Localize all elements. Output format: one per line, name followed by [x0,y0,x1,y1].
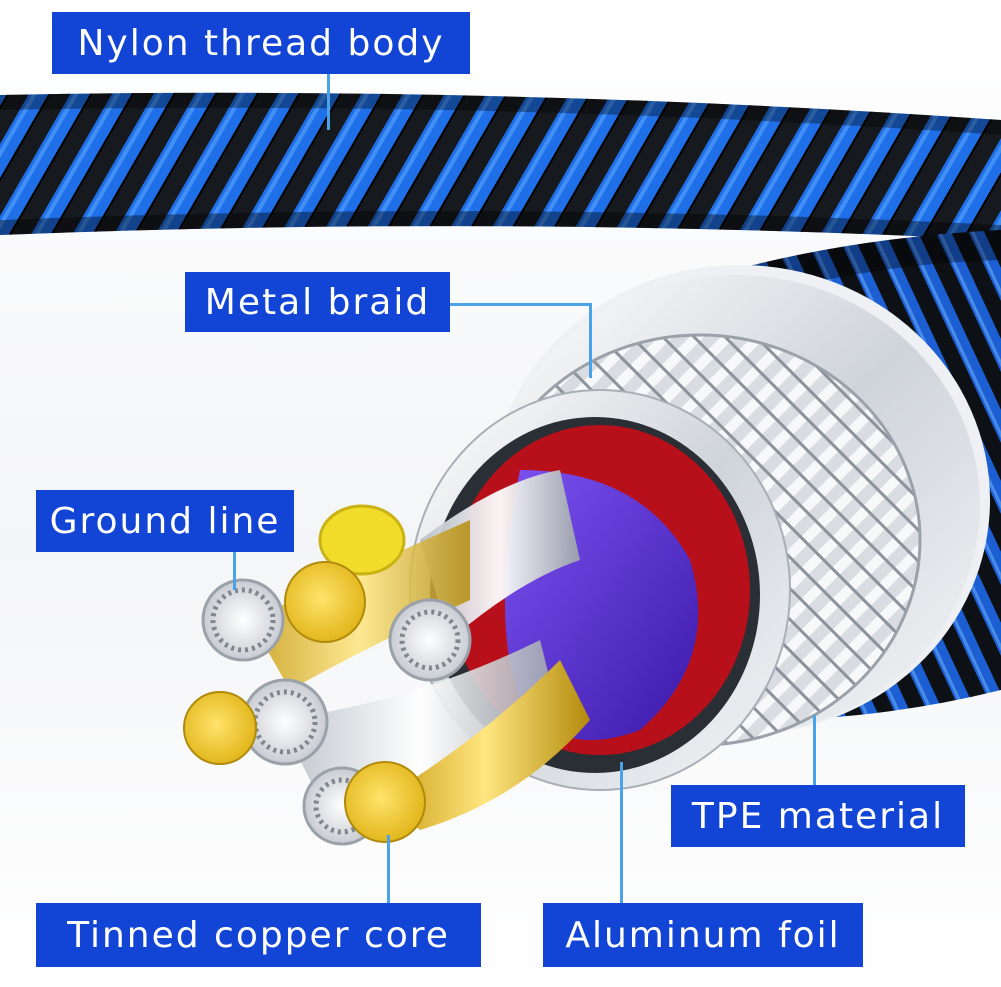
leader-nylon [327,72,330,130]
copper-core-end-1 [284,561,366,643]
label-aluminum-foil: Aluminum foil [543,903,863,967]
tinned-wire-end-1 [388,598,472,682]
leader-ground [233,552,236,590]
copper-core-end-3 [344,761,426,843]
leader-copper [387,835,390,905]
copper-core-end-2 [183,691,257,765]
leader-braid-v [589,303,592,378]
label-metal-braid: Metal braid [185,272,450,332]
label-nylon-thread-body: Nylon thread body [52,12,470,74]
label-tpe-material: TPE material [671,785,965,847]
label-ground-line: Ground line [36,490,294,552]
leader-tpe [813,715,816,785]
ground-wire-end [201,578,285,662]
label-tinned-copper-core: Tinned copper core [36,903,481,967]
leader-foil [620,762,623,905]
leader-braid-h [450,303,592,306]
wire-end-faces [183,561,472,846]
yellow-insulated-core [318,504,406,576]
nylon-cable-body [0,92,1001,241]
